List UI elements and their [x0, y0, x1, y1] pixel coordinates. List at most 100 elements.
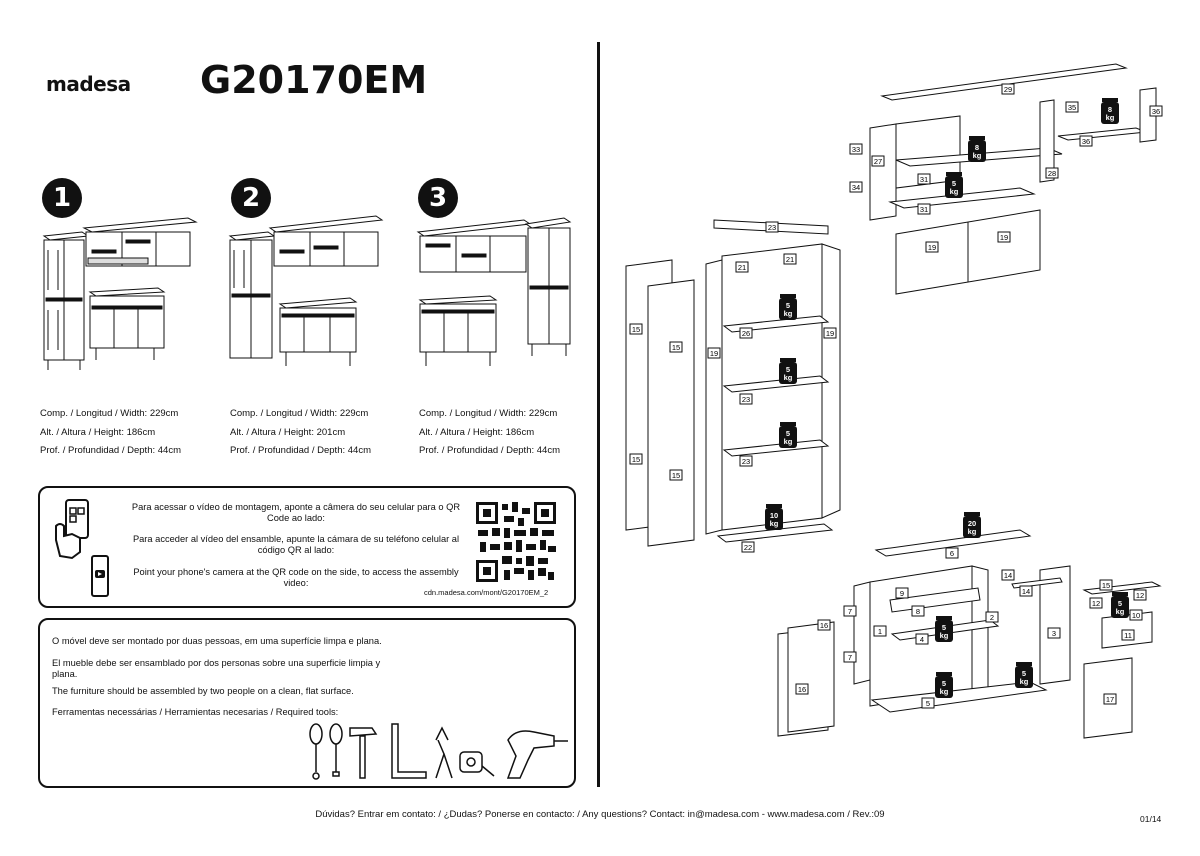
svg-text:3: 3 [1052, 629, 1056, 638]
svg-text:31: 31 [920, 175, 928, 184]
part-label-11: 11 [1121, 629, 1135, 641]
footer-contact: Dúvidas? Entrar em contato: / ¿Dudas? Po… [315, 809, 885, 820]
part-label-14b: 14 [1019, 585, 1033, 597]
hammer-icon [349, 727, 378, 779]
part-label-4: 4 [915, 633, 929, 645]
info-two-people-pt: O móvel deve ser montado por duas pessoa… [52, 636, 382, 646]
part-label-15c: 15 [629, 453, 643, 465]
svg-text:15: 15 [632, 455, 640, 464]
part-label-1: 1 [873, 625, 887, 637]
info-two-people-en: The furniture should be assembled by two… [52, 686, 354, 696]
config-1-drawing [42, 217, 198, 370]
config-3-specs: Comp. / Longitud / Width: 229cm Alt. / A… [419, 405, 560, 461]
part-label-35: 35 [1065, 101, 1079, 113]
svg-text:23: 23 [742, 395, 750, 404]
qr-instruction-en: Point your phone's camera at the QR code… [133, 567, 459, 588]
config-1-specs: Comp. / Longitud / Width: 229cm Alt. / A… [40, 405, 181, 461]
part-label-14a: 14 [1001, 569, 1015, 581]
part-label-12b: 12 [1133, 589, 1147, 601]
part-label-19d: 19 [823, 327, 837, 339]
info-two-people-es: El mueble debe ser ensamblado por dos pe… [52, 658, 381, 679]
part-label-26: 26 [739, 327, 753, 339]
part-label-28: 28 [1045, 167, 1059, 179]
part-label-15e: 15 [1099, 579, 1113, 591]
svg-text:5: 5 [926, 699, 930, 708]
part-label-19c: 19 [707, 347, 721, 359]
svg-text:31: 31 [920, 205, 928, 214]
svg-text:8: 8 [916, 607, 920, 616]
part-label-19b: 19 [997, 231, 1011, 243]
pliers-icon [435, 726, 453, 779]
svg-text:19: 19 [710, 349, 718, 358]
part-label-31: 31 [917, 173, 931, 185]
svg-text:14: 14 [1004, 571, 1012, 580]
weight-unit: kg [784, 373, 793, 382]
svg-text:9: 9 [900, 589, 904, 598]
svg-text:15: 15 [1102, 581, 1110, 590]
svg-text:19: 19 [1000, 233, 1008, 242]
part-label-21b: 21 [783, 253, 797, 265]
weight-value: 5 [786, 301, 790, 310]
svg-text:21: 21 [786, 255, 794, 264]
svg-text:11: 11 [1124, 631, 1132, 640]
weight-unit: kg [950, 187, 959, 196]
qr-url[interactable]: cdn.madesa.com/mont/G20170EM_2 [424, 588, 549, 597]
weight-value: 5 [1022, 669, 1026, 678]
svg-text:4: 4 [920, 635, 924, 644]
part-label-23c: 23 [739, 455, 753, 467]
weight-value: 5 [786, 429, 790, 438]
svg-text:36: 36 [1082, 137, 1090, 146]
svg-text:2: 2 [990, 613, 994, 622]
config-1-depth: Prof. / Profundidad / Depth: 44cm [40, 445, 181, 456]
weight-value: 5 [942, 679, 946, 688]
svg-text:36: 36 [1152, 107, 1160, 116]
tools-heading: Ferramentas necessárias / Herramientas n… [52, 707, 339, 717]
weight-unit: kg [770, 519, 779, 528]
weight-unit: kg [973, 151, 982, 160]
brand-logo: madesa [46, 72, 131, 96]
config-2-height: Alt. / Altura / Height: 201cm [230, 426, 346, 438]
svg-text:7: 7 [848, 653, 852, 662]
part-label-15a: 15 [629, 323, 643, 335]
config-1-badge: 1 [42, 178, 82, 218]
part-label-19a: 19 [925, 241, 939, 253]
qr-code[interactable] [474, 500, 558, 584]
config-3-badge: 3 [418, 178, 458, 218]
svg-text:16: 16 [820, 621, 828, 630]
svg-text:19: 19 [826, 329, 834, 338]
part-label-5: 5 [921, 697, 935, 709]
part-label-9: 9 [895, 587, 909, 599]
svg-text:27: 27 [874, 157, 882, 166]
svg-text:10: 10 [1132, 611, 1140, 620]
part-label-22: 22 [741, 541, 755, 553]
config-2-depth: Prof. / Profundidad / Depth: 44cm [230, 445, 371, 456]
weight-unit: kg [784, 309, 793, 318]
flat-screwdriver-icon [329, 723, 343, 777]
part-label-12a: 12 [1089, 597, 1103, 609]
config-1-width: Comp. / Longitud / Width: 229cm [40, 408, 179, 419]
config-2-badge: 2 [231, 178, 271, 218]
assembly-info-box: O móvel deve ser montado por duas pessoa… [38, 618, 576, 788]
config-3-drawing [416, 217, 572, 366]
weight-value: 8 [1108, 105, 1112, 114]
part-label-2: 2 [985, 611, 999, 623]
svg-text:21: 21 [738, 263, 746, 272]
config-2-width: Comp. / Longitud / Width: 229cm [230, 408, 369, 419]
tools-row [309, 723, 568, 780]
part-label-15b: 15 [669, 341, 683, 353]
svg-text:12: 12 [1136, 591, 1144, 600]
part-label-7b: 7 [843, 651, 857, 663]
part-label-10: 10 [1129, 609, 1143, 621]
part-label-27: 27 [871, 155, 885, 167]
part-label-31b: 31 [917, 203, 931, 215]
qr-video-box: Para acessar o vídeo de montagem, aponte… [38, 486, 576, 608]
part-label-36b: 36 [1079, 135, 1093, 147]
weight-unit: kg [1020, 677, 1029, 686]
part-label-3: 3 [1047, 627, 1061, 639]
part-label-16b: 16 [795, 683, 809, 695]
svg-text:35: 35 [1068, 103, 1076, 112]
weight-unit: kg [1106, 113, 1115, 122]
svg-text:15: 15 [672, 343, 680, 352]
config-1-height: Alt. / Altura / Height: 186cm [40, 426, 156, 438]
config-3-height: Alt. / Altura / Height: 186cm [419, 426, 535, 438]
